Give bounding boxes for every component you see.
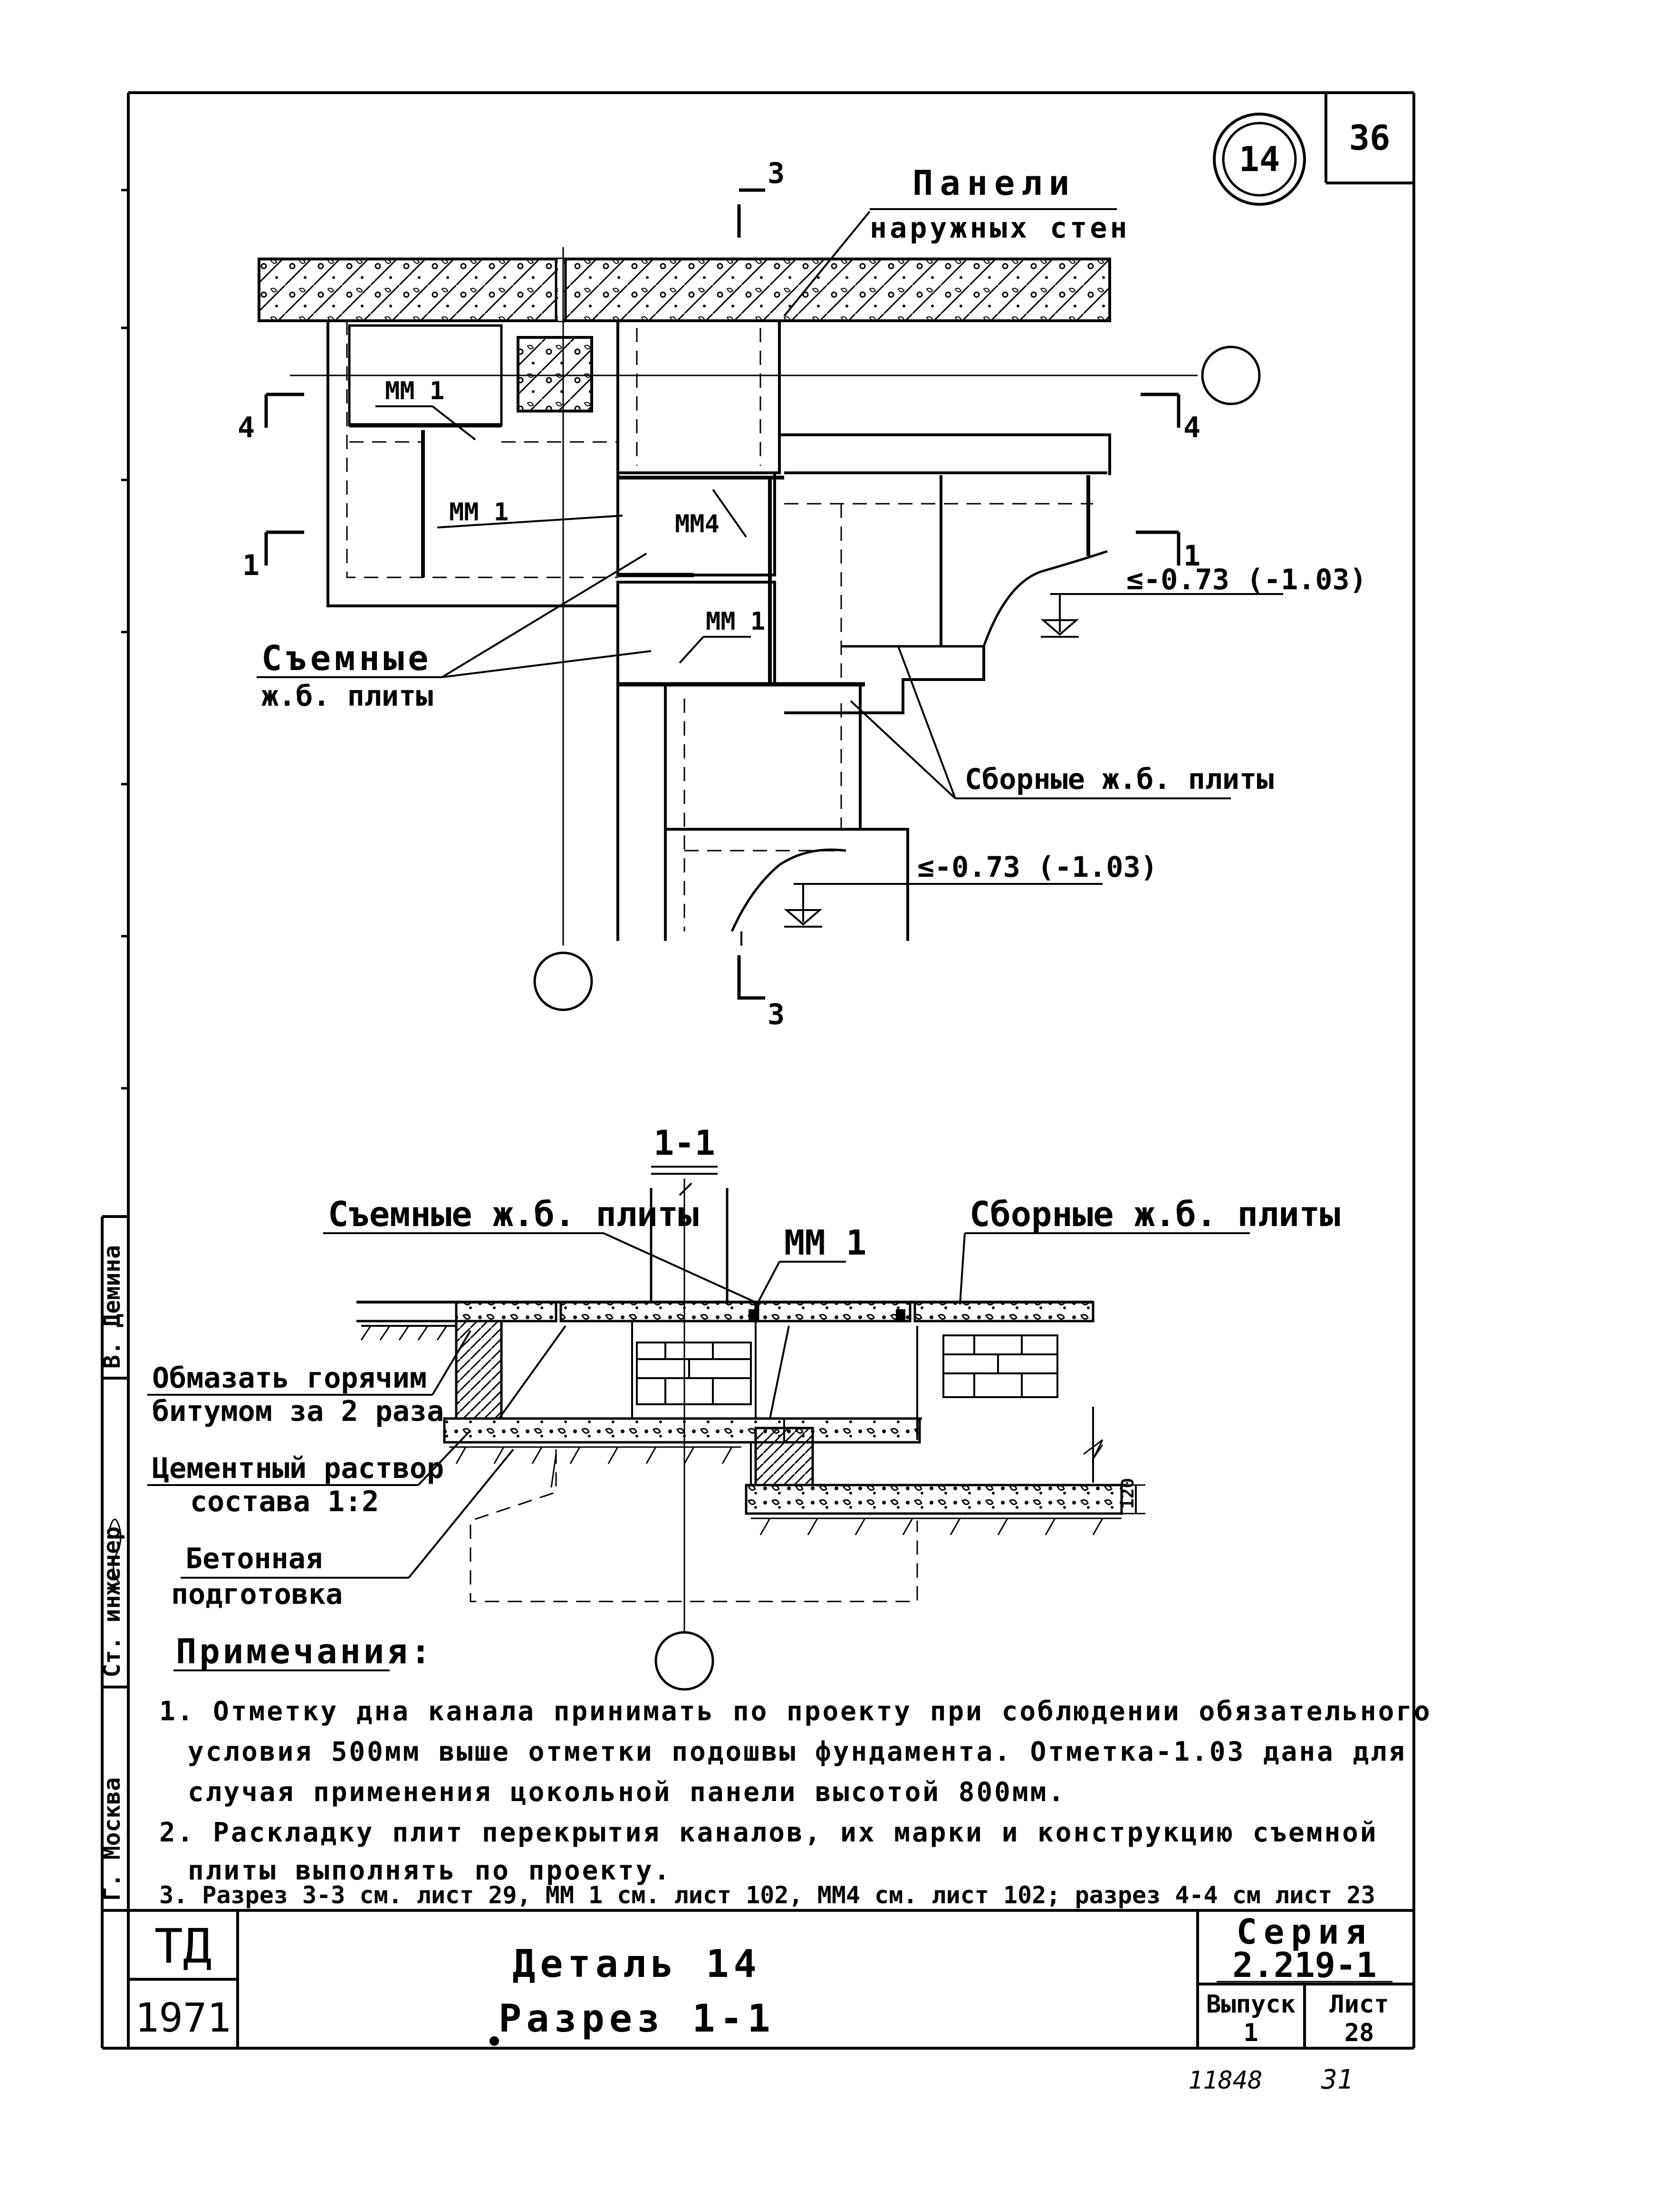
brick-infill [631,1321,1058,1419]
section-cut-1-left [264,530,304,566]
label-concrete-line2: подготовка [171,1578,343,1611]
note-line-5: плиты выполнять по проекту. [188,1855,672,1886]
signature [108,1518,122,1583]
section-4-left-label: 4 [238,411,255,444]
mark-mm1-c: ММ 1 [706,607,765,636]
section-title: 1-1 [653,1123,715,1163]
axis-bubble-right [1201,345,1261,405]
note-line-2: условия 500мм выше отметки подошвы фунда… [188,1736,1407,1767]
level-text-1: ≤-0.73 (-1.03) [1126,563,1367,596]
note-line-6: 3. Разрез 3-3 см. лист 29, ММ 1 см. лист… [159,1881,1375,1909]
label-bitumen-line2: битумом за 2 раза [152,1395,444,1428]
section-cut-3-bottom [737,955,765,1000]
note-line-1: 1. Отметку дна канала принимать по проек… [159,1696,1432,1727]
section-cut-1-right [1136,530,1181,566]
side-stamp-city: Г. Москва [99,1777,125,1901]
notes-heading: Примечания: [176,1631,434,1671]
side-stamp-role: Ст. инженер [99,1526,125,1678]
section-cut-4-right [1141,393,1181,428]
title-line-1: Деталь 14 [512,1942,761,1986]
series-label: Серия [1237,1912,1373,1952]
section-view: 1-1 [147,1123,1340,1691]
series-value: 2.219-1 [1232,1945,1376,1985]
handwritten-number-2: 31 [1321,2064,1353,2095]
sheet-number: 36 [1349,118,1391,158]
level-text-2: ≤-0.73 (-1.03) [917,851,1158,884]
dim-120: 120 [1118,1478,1138,1509]
sheet-frame [101,91,1415,2050]
axis-bubble-section [654,1631,714,1691]
detail-marker: 14 [1213,113,1306,206]
label-removable-line1: Съемные [261,638,432,678]
label-mm1-section: ММ 1 [784,1223,866,1263]
side-stamp: Г. Москва Ст. инженер В. Демина [99,1245,125,1901]
level-marker-2: ≤-0.73 (-1.03) [784,851,1158,928]
label-concrete-line1: Бетонная [185,1542,323,1575]
axis-bubble-bottom [533,951,593,1011]
section-4-right-label: 4 [1183,411,1200,444]
title-line-2: Разрез 1-1 [499,1996,775,2041]
plan-view: ≤-0.73 (-1.03) ≤-0.73 (-1.03) 3 3 4 4 [238,157,1367,1031]
list-value: 28 [1344,2019,1374,2047]
title-block: ТД 1971 Деталь 14 Разрез 1-1 Серия 2.219… [135,1912,1392,2047]
issue-value: 1 [1243,2019,1258,2047]
mark-mm4: ММ4 [675,510,720,538]
label-mortar-line1: Цементный раствор [152,1452,444,1485]
section-3-bottom-label: 3 [768,998,785,1031]
label-removable-line2: ж.б. плиты [261,680,433,713]
label-precast-section: Сборные ж.б. плиты [970,1194,1340,1234]
side-stamp-name: В. Демина [99,1245,125,1369]
notes: Примечания: 1. Отметку дна канала приним… [159,1631,1432,1909]
list-label: Лист [1329,1990,1389,2019]
detail-number: 14 [1239,139,1280,179]
note-line-4: 2. Раскладку плит перекрытия каналов, их… [159,1817,1378,1848]
section-1-right-label: 1 [1183,539,1200,573]
level-marker-1: ≤-0.73 (-1.03) [1040,563,1367,638]
note-line-3: случая применения цокольной панели высот… [188,1777,1066,1808]
section-3-top-label: 3 [768,157,785,190]
section-cut-3-top [737,188,765,238]
label-panels-line2: наружных стен [870,211,1130,245]
label-removable-section: Съемные ж.б. плиты [328,1194,699,1234]
issue-label: Выпуск [1206,1990,1296,2019]
section-1-left-label: 1 [242,549,259,582]
label-mortar-line2: состава 1:2 [190,1485,379,1518]
label-bitumen-line1: Обмазать горячим [152,1361,427,1395]
stamp-td: ТД [154,1918,211,1974]
mark-mm1-a: ММ 1 [385,377,444,405]
wall-panel [258,258,1111,322]
handwritten-number: 11848 [1188,2066,1263,2095]
label-panels-line1: Панели [912,163,1076,203]
label-precast-plan: Сборные ж.б. плиты [965,763,1274,796]
stamp-year: 1971 [135,1994,231,2041]
frame-ticks [121,189,128,1090]
mark-mm1-b: ММ 1 [449,498,509,527]
column [517,336,593,412]
section-cut-4-left [264,393,304,428]
